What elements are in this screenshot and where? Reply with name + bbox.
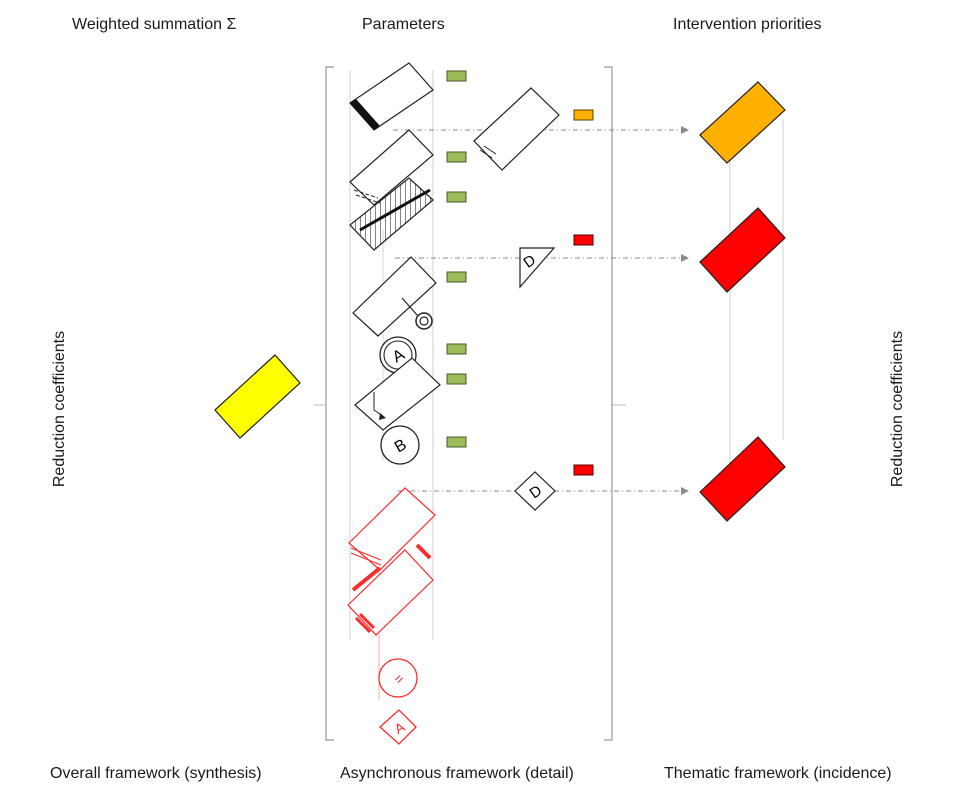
triangle-d-symbol: D (519, 247, 556, 289)
red-marker-2 (573, 464, 594, 476)
detail-block (473, 87, 560, 171)
red-circle-symbol: = (378, 658, 418, 698)
priority-box-red-1 (699, 207, 786, 293)
red-parameter-block-2 (347, 549, 434, 636)
green-marker-7 (446, 436, 467, 448)
intervention-priorities-label: Intervention priorities (673, 16, 822, 33)
circle-b-symbol: B (380, 425, 420, 465)
priority-box-red-2 (699, 436, 786, 522)
red-diamond-a-symbol: A (379, 709, 417, 745)
thematic-framework-label: Thematic framework (incidence) (664, 765, 892, 782)
green-marker-2 (446, 151, 467, 163)
asynchronous-framework-label: Asynchronous framework (detail) (340, 765, 574, 782)
green-marker-1 (446, 70, 467, 82)
yellow-synthesis-box (214, 354, 301, 439)
parameter-block-5 (354, 357, 441, 431)
circle-a-symbol: A (379, 336, 417, 374)
parameter-block-2 (349, 129, 434, 206)
parameter-block-4 (352, 256, 437, 337)
priority-box-orange (699, 81, 786, 164)
orange-marker (573, 109, 594, 121)
parameters-label: Parameters (362, 16, 445, 33)
green-marker-5 (446, 343, 467, 355)
weighted-summation-label: Weighted summation Σ (72, 16, 237, 33)
parameter-block-3 (349, 177, 434, 251)
green-marker-6 (446, 373, 467, 385)
parameter-block-1 (349, 62, 434, 131)
green-markers (446, 70, 467, 448)
green-marker-3 (446, 191, 467, 203)
left-bracket (325, 66, 334, 741)
red-parameter-block-1 (348, 487, 436, 571)
overall-framework-label: Overall framework (synthesis) (50, 765, 262, 782)
green-marker-4 (446, 271, 467, 283)
diamond-d-symbol: D (514, 471, 556, 511)
red-marker-1 (573, 234, 594, 246)
right-bracket (604, 66, 613, 741)
